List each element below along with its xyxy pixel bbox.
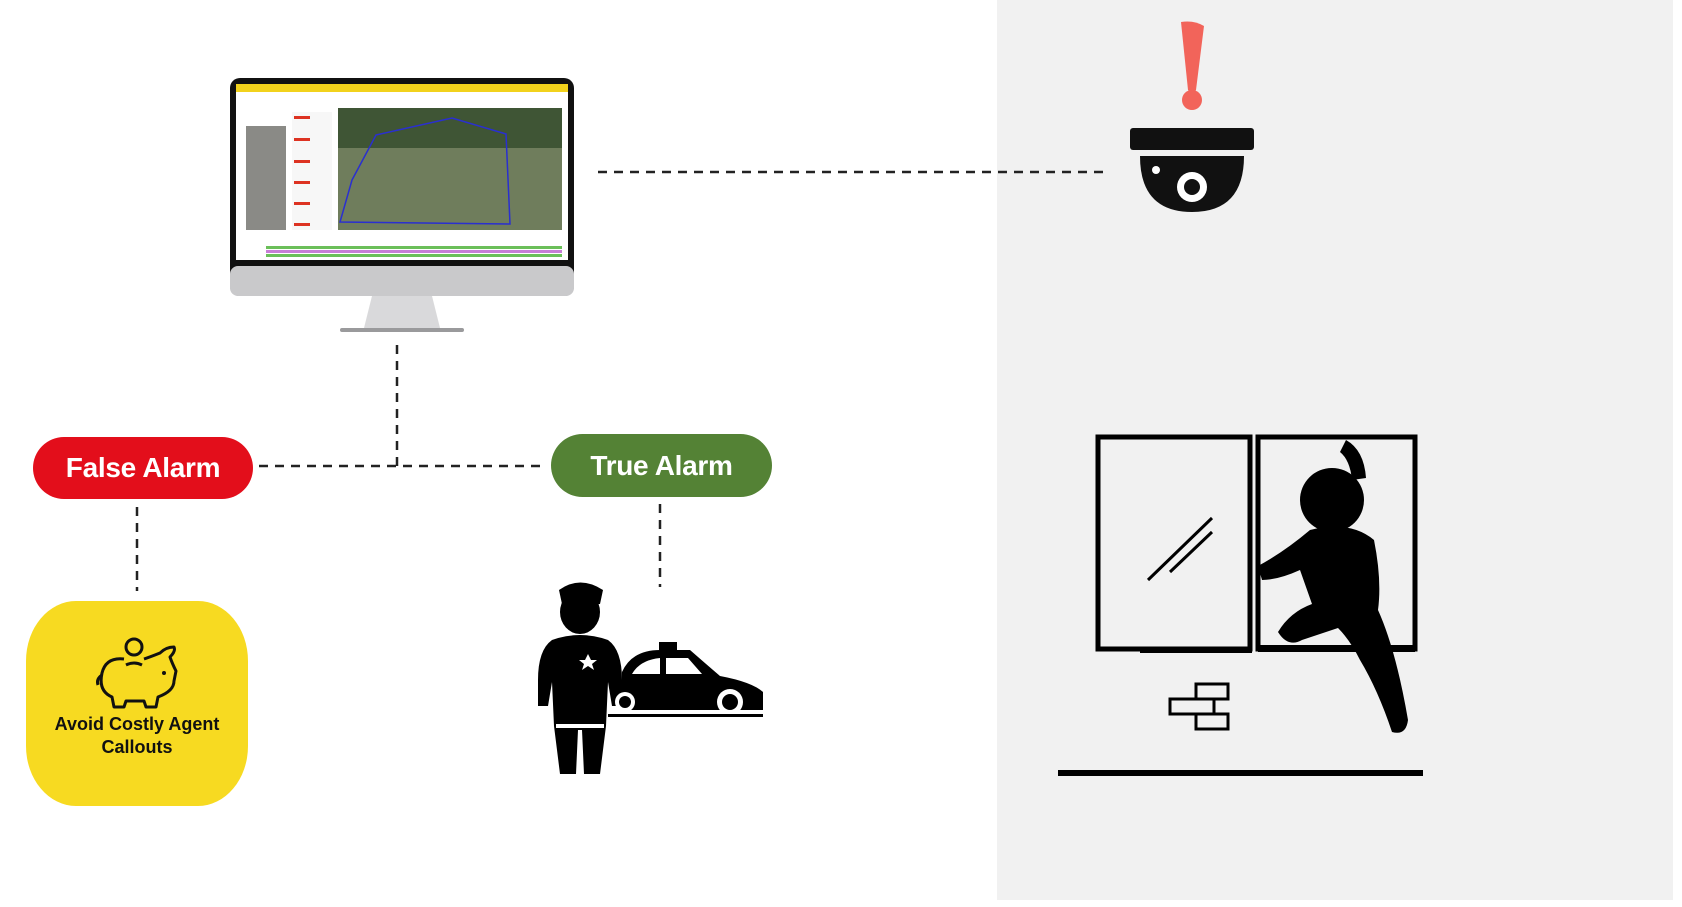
alert-exclamation-icon bbox=[1181, 21, 1204, 93]
floor-line bbox=[1058, 770, 1423, 776]
bricks-icon bbox=[1168, 682, 1230, 731]
police-officer-icon bbox=[538, 582, 622, 774]
burglar-window-icon bbox=[1095, 434, 1418, 733]
avoid-callouts-card: Avoid Costly Agent Callouts bbox=[26, 601, 248, 806]
true-alarm-label: True Alarm bbox=[590, 449, 733, 481]
piggy-bank-icon bbox=[96, 637, 178, 709]
false-alarm-badge: False Alarm bbox=[33, 437, 253, 499]
callout-label: Avoid Costly Agent Callouts bbox=[54, 714, 220, 757]
true-alarm-badge: True Alarm bbox=[551, 434, 772, 497]
site-panel bbox=[997, 0, 1673, 900]
police-car-icon bbox=[608, 642, 763, 717]
security-camera-icon bbox=[1130, 21, 1254, 212]
false-alarm-label: False Alarm bbox=[65, 452, 221, 483]
monitor-icon bbox=[230, 78, 574, 332]
connectors bbox=[135, 170, 1105, 591]
